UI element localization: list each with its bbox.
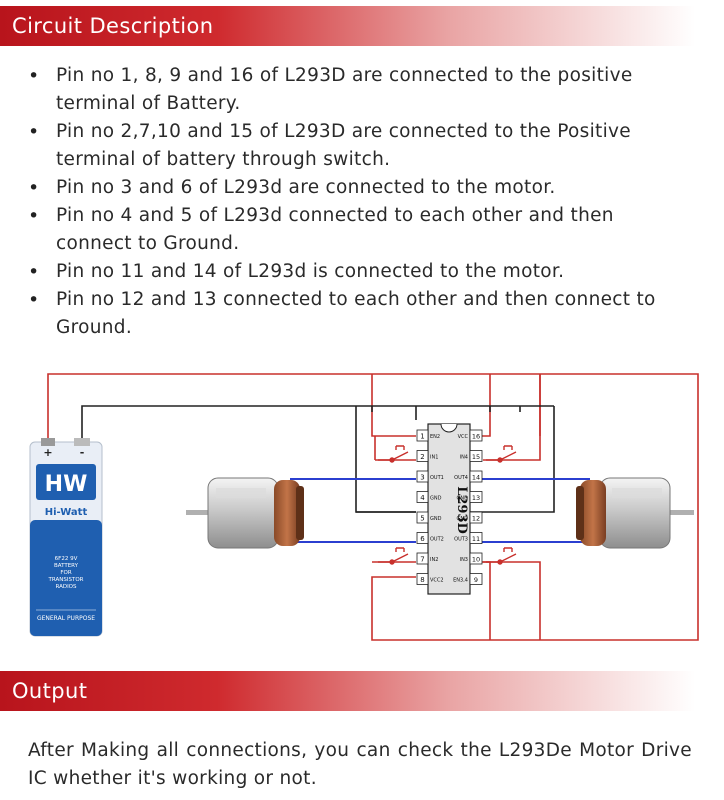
chip-pin-number: 14	[472, 474, 480, 482]
chip-pin-label: GND	[430, 496, 442, 502]
chip-pin-number: 2	[420, 453, 424, 461]
chip-pin	[469, 573, 483, 585]
chip-pin-number: 1	[420, 433, 424, 441]
chip-pin-number: 13	[472, 494, 480, 502]
chip-pin-label: VCC	[458, 434, 469, 440]
chip-pin	[469, 511, 483, 524]
circuit-description-title: Circuit Description	[12, 14, 214, 38]
switch-in3	[486, 547, 517, 565]
chip-pin	[416, 532, 429, 544]
chip-pin	[416, 470, 429, 483]
battery: HW + - Hi-Watt 6F22 9V BATTERY FOR TRANS…	[29, 438, 103, 637]
chip-pin-number: 11	[472, 535, 480, 543]
battery-logo-text: HW	[45, 472, 88, 497]
switch-in1	[378, 445, 409, 463]
chip-pin	[469, 552, 483, 565]
list-item: Pin no 4 and 5 of L293d connected to eac…	[0, 202, 700, 258]
chip-pin	[416, 573, 429, 585]
chip-pin	[416, 429, 429, 442]
chip-pin	[416, 450, 429, 462]
chip-pin-label: OUT3	[454, 537, 468, 543]
battery-spec-line: BATTERY	[54, 563, 79, 569]
ground-wires	[81, 405, 555, 513]
chip-label: L293D	[454, 486, 469, 534]
output-description: After Making all connections, you can ch…	[28, 740, 692, 789]
motor-wires	[290, 478, 590, 543]
chip-pin-number: 12	[472, 515, 480, 523]
chip-pin-label: OUT4	[454, 475, 468, 481]
chip-pin	[416, 491, 429, 503]
battery-spec-line: TRANSISTOR	[48, 577, 84, 583]
battery-spec-line: RADIOS	[55, 584, 77, 590]
battery-purpose-label: GENERAL PURPOSE	[37, 615, 95, 622]
switch-in4	[486, 445, 517, 463]
positive-wires	[47, 373, 699, 641]
circuit-description-header: Circuit Description	[0, 6, 724, 46]
chip-pin-label: IN4	[460, 455, 468, 461]
chip-pin-number: 6	[420, 535, 425, 543]
chip-pin	[469, 491, 483, 503]
circuit-diagram: HW + - Hi-Watt 6F22 9V BATTERY FOR TRANS…	[29, 373, 699, 641]
chip-pin-label: IN1	[430, 455, 438, 461]
chip-pin-number: 5	[420, 515, 424, 523]
motor-left	[186, 477, 304, 549]
list-item: Pin no 1, 8, 9 and 16 of L293D are conne…	[0, 62, 700, 118]
chip-pin	[469, 429, 483, 442]
battery-spec-line: FOR	[60, 570, 71, 576]
chip-pin-number: 9	[474, 576, 478, 584]
switch-in2	[378, 547, 409, 565]
chip-pin-label: OUT1	[430, 475, 444, 481]
battery-plus-label: +	[43, 446, 52, 459]
chip-pin	[469, 532, 483, 544]
chip-pin	[416, 511, 429, 524]
battery-brand-name: Hi-Watt	[45, 507, 88, 518]
chip-pin-label: VCC2	[430, 578, 444, 584]
output-title: Output	[12, 679, 88, 703]
battery-spec-line: 6F22 9V	[55, 556, 78, 562]
chip-pin	[416, 552, 429, 565]
battery-minus-label: -	[80, 446, 85, 459]
chip-pin-label: GND	[430, 516, 442, 522]
chip-pin-number: 4	[420, 494, 425, 502]
chip-pin-label: OUT2	[430, 537, 444, 543]
chip-pin-number: 3	[420, 474, 424, 482]
chip-pin-label: EN2	[430, 434, 440, 440]
motor-right	[576, 477, 694, 549]
chip-pin-number: 7	[420, 556, 424, 564]
list-item: Pin no 11 and 14 of L293d is connected t…	[0, 258, 700, 286]
chip-pin-number: 8	[420, 576, 424, 584]
chip-pin-number: 15	[472, 453, 480, 461]
chip-pin	[469, 470, 483, 483]
chip-pin-number: 10	[472, 556, 480, 564]
chip-pin-label: EN3,4	[453, 578, 468, 584]
chip-pin-label: IN2	[430, 557, 438, 563]
circuit-description-list: Pin no 1, 8, 9 and 16 of L293D are conne…	[0, 62, 700, 342]
list-item: Pin no 2,7,10 and 15 of L293D are connec…	[0, 118, 700, 174]
chip-pin-label: IN3	[460, 557, 468, 563]
chip-pin-label: GND	[457, 496, 469, 502]
chip-pin-number: 16	[472, 433, 480, 441]
battery-logo	[36, 464, 96, 500]
list-item: Pin no 12 and 13 connected to each other…	[0, 286, 700, 342]
output-header: Output	[0, 671, 724, 711]
chip-pin	[469, 450, 483, 462]
chip-pin-label: GND	[457, 516, 469, 522]
list-item: Pin no 3 and 6 of L293d are connected to…	[0, 174, 700, 202]
